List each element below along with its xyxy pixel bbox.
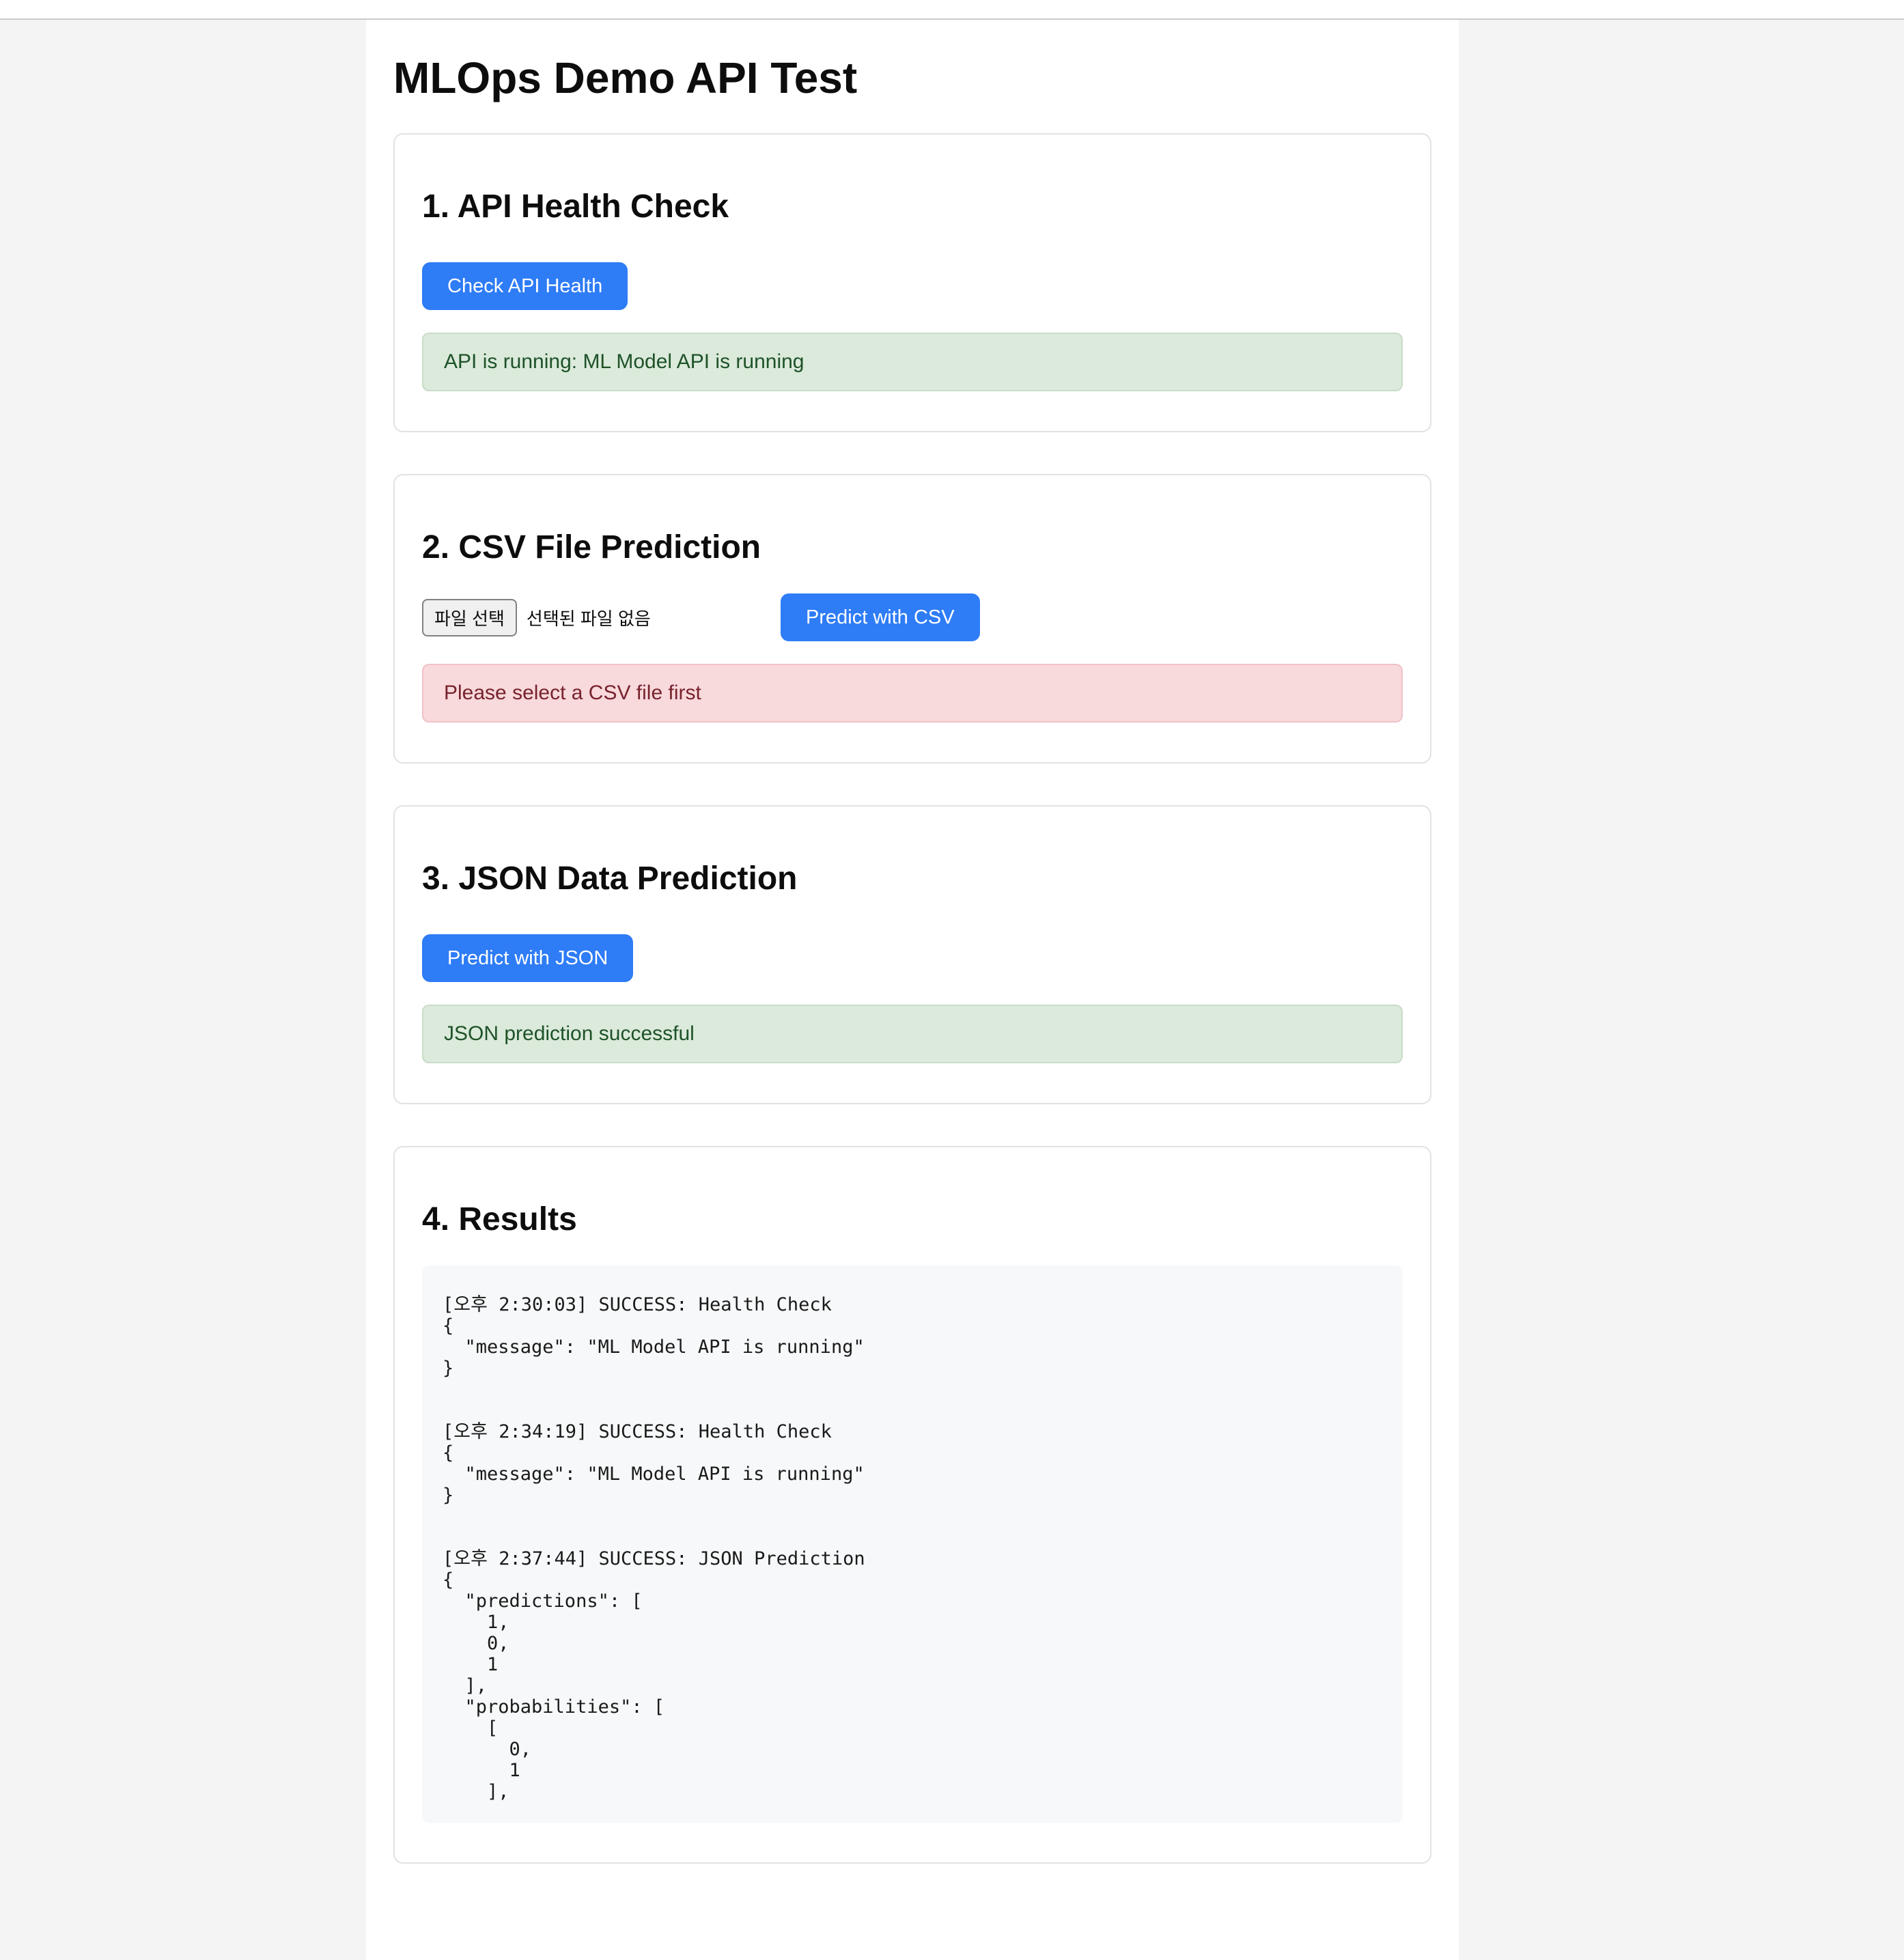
predict-with-csv-button[interactable]: Predict with CSV [781, 593, 980, 641]
csv-result-message: Please select a CSV file first [422, 664, 1403, 723]
section-results: 4. Results [오후 2:30:03] SUCCESS: Health … [393, 1146, 1431, 1864]
check-api-health-button[interactable]: Check API Health [422, 262, 628, 310]
results-log-text: [오후 2:30:03] SUCCESS: Health Check { "me… [443, 1294, 865, 1802]
file-chosen-label: 선택된 파일 없음 [526, 608, 651, 629]
section-json-data-prediction: 3. JSON Data Prediction Predict with JSO… [393, 805, 1431, 1104]
file-input[interactable]: 파일 선택 선택된 파일 없음 [422, 598, 781, 636]
csv-section-heading: 2. CSV File Prediction [422, 529, 761, 565]
csv-file-row: 파일 선택 선택된 파일 없음 Predict with CSV [422, 593, 1403, 641]
main-container: MLOps Demo API Test 1. API Health Check … [366, 20, 1459, 1960]
page-title: MLOps Demo API Test [393, 53, 858, 102]
health-result-message: API is running: ML Model API is running [422, 333, 1403, 391]
results-section-heading: 4. Results [422, 1201, 577, 1237]
browser-chrome-strip [0, 0, 1904, 20]
health-section-heading: 1. API Health Check [422, 188, 729, 225]
section-api-health-check: 1. API Health Check Check API Health API… [393, 133, 1431, 432]
results-log-box: [오후 2:30:03] SUCCESS: Health Check { "me… [422, 1265, 1403, 1823]
json-result-message: JSON prediction successful [422, 1005, 1403, 1063]
section-csv-file-prediction: 2. CSV File Prediction 파일 선택 선택된 파일 없음 P… [393, 474, 1431, 764]
json-section-heading: 3. JSON Data Prediction [422, 860, 798, 897]
choose-file-button[interactable]: 파일 선택 [422, 598, 517, 636]
predict-with-json-button[interactable]: Predict with JSON [422, 934, 634, 982]
